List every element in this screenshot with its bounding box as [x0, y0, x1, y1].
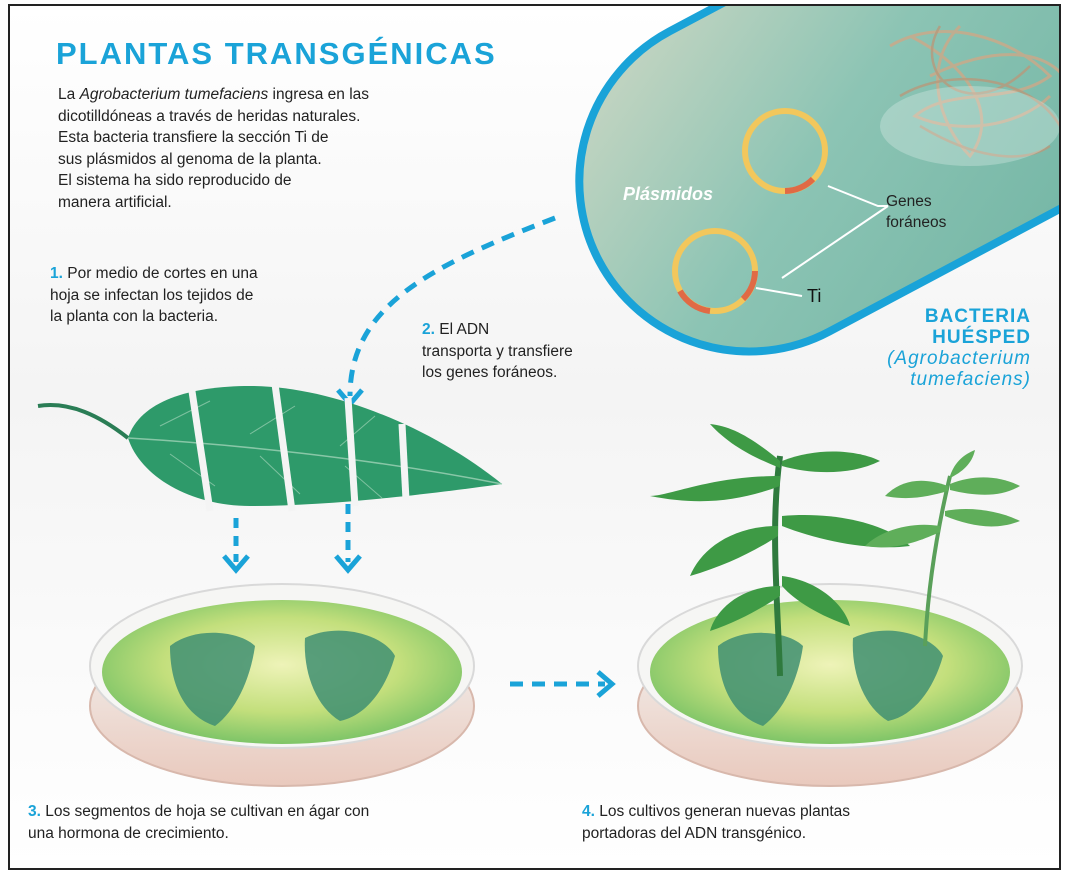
- host-label-line-2: HUÉSPED: [887, 327, 1031, 348]
- infographic-frame: Plásmidos Genes foráneos Ti: [8, 4, 1061, 870]
- step-3-line-2: una hormona de crecimiento.: [28, 823, 548, 845]
- step-2-number: 2.: [422, 321, 435, 338]
- step-4-line-2: portadoras del ADN transgénico.: [582, 823, 1022, 845]
- dish-to-dish-arrow: [510, 672, 612, 696]
- step-3-number: 3.: [28, 803, 41, 820]
- petri-dish-1: [90, 584, 474, 786]
- step-2-line-3: los genes foráneos.: [422, 362, 662, 384]
- step-4: 4. Los cultivos generan nuevas plantas p…: [582, 801, 1022, 844]
- step-1: 1. Por medio de cortes en una hoja se in…: [50, 263, 380, 328]
- host-label-line-1: BACTERIA: [887, 306, 1031, 327]
- step-1-number: 1.: [50, 265, 63, 282]
- step-3-line-1: Los segmentos de hoja se cultivan en ága…: [45, 803, 369, 820]
- intro-suffix: ingresa en las: [268, 86, 369, 103]
- intro-line-5: El sistema ha sido reproducido de: [58, 170, 528, 192]
- step-1-line-1: Por medio de cortes en una: [67, 265, 257, 282]
- intro-line-4: sus plásmidos al genoma de la planta.: [58, 149, 528, 171]
- intro-line-1: La Agrobacterium tumefaciens ingresa en …: [58, 84, 528, 106]
- step-4-line-1: Los cultivos generan nuevas plantas: [599, 803, 850, 820]
- step-4-number: 4.: [582, 803, 595, 820]
- intro-species-name: Agrobacterium tumefaciens: [80, 86, 269, 103]
- ti-label: Ti: [807, 286, 821, 306]
- step-2: 2. El ADN transporta y transfiere los ge…: [422, 319, 662, 384]
- page-title: PLANTAS TRANSGÉNICAS: [56, 36, 497, 72]
- leaf-stem: [38, 405, 128, 438]
- plasmids-label: Plásmidos: [623, 184, 713, 204]
- intro-line-3: Esta bacteria transfiere la sección Ti d…: [58, 127, 528, 149]
- leaf: [128, 386, 502, 506]
- host-scientific-name-1: (Agrobacterium: [887, 348, 1031, 369]
- leaf-to-dish-arrows: [224, 504, 360, 570]
- cut-leaf-illustration: [38, 378, 502, 511]
- intro-prefix: La: [58, 86, 80, 103]
- step-3: 3. Los segmentos de hoja se cultivan en …: [28, 801, 548, 844]
- step-1-line-3: la planta con la bacteria.: [50, 306, 380, 328]
- step-2-line-1: El ADN: [439, 321, 489, 338]
- intro-line-6: manera artificial.: [58, 192, 528, 214]
- genes-label-line-2: foráneos: [886, 214, 947, 231]
- step-1-line-2: hoja se infectan los tejidos de: [50, 285, 380, 307]
- genes-label-line-1: Genes: [886, 193, 932, 210]
- intro-line-2: dicotilldóneas a través de heridas natur…: [58, 106, 528, 128]
- intro-text: La Agrobacterium tumefaciens ingresa en …: [58, 84, 528, 213]
- step-2-line-2: transporta y transfiere: [422, 341, 662, 363]
- petri-dish-2: [638, 424, 1022, 786]
- host-scientific-name-2: tumefaciens): [887, 369, 1031, 390]
- host-bacteria-label: BACTERIA HUÉSPED (Agrobacterium tumefaci…: [887, 306, 1031, 390]
